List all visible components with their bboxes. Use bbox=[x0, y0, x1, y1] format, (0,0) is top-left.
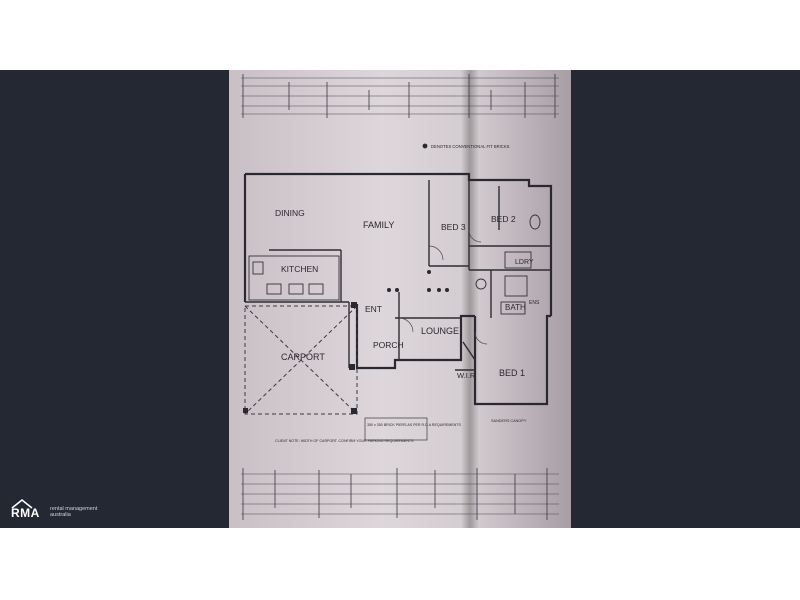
page-fold bbox=[461, 70, 479, 528]
canopy-note: SANDERS CANOPY bbox=[491, 419, 527, 423]
rma-watermark: RMA rental management australia bbox=[10, 499, 120, 523]
paper-sheet bbox=[229, 70, 571, 528]
brick-piers bbox=[243, 270, 449, 414]
client-note: CLIENT NOTE: WIDTH OF CARPORT. CONFIRM Y… bbox=[275, 439, 414, 443]
room-label-wir: W.I.R bbox=[457, 371, 476, 380]
dimension-ticks-bottom bbox=[242, 468, 548, 520]
room-label-kitchen: KITCHEN bbox=[281, 264, 318, 274]
rma-logo-subtitle: rental management australia bbox=[50, 506, 97, 518]
dimension-ticks-top bbox=[242, 74, 556, 118]
door-swings bbox=[398, 229, 488, 345]
rma-logo-line1: rental management bbox=[50, 506, 98, 512]
room-label-bed2: BED 2 bbox=[491, 214, 516, 224]
piers-note: 350 x 350 BRICK PIERS AS PER R.D.A REQUI… bbox=[367, 423, 461, 427]
legend-dot bbox=[422, 143, 428, 149]
wet-area-fixtures bbox=[475, 214, 541, 315]
room-label-family: FAMILY bbox=[363, 220, 394, 230]
room-label-lounge: LOUNGE bbox=[421, 326, 459, 336]
legend-note: DENOTES CONVENTIONAL FIT BRICKS bbox=[431, 144, 510, 149]
rma-logo-text: RMA bbox=[11, 506, 40, 520]
room-label-ens: ENS bbox=[529, 300, 540, 306]
room-label-bath: BATH bbox=[505, 303, 526, 312]
kitchen-bench bbox=[248, 255, 340, 301]
room-label-dining: DINING bbox=[275, 208, 305, 218]
room-label-ent: ENT bbox=[365, 304, 382, 314]
floor-plan-photo: DENOTES CONVENTIONAL FIT BRICKS bbox=[229, 70, 571, 528]
outer-walls bbox=[243, 172, 553, 406]
carport-outline bbox=[244, 305, 358, 415]
room-label-carport: CARPORT bbox=[281, 352, 325, 362]
rma-roof-icon bbox=[11, 499, 33, 509]
room-label-porch: PORCH bbox=[373, 340, 404, 350]
dimension-lines-bottom bbox=[241, 473, 559, 515]
piers-note-box bbox=[364, 417, 428, 441]
room-label-bed3: BED 3 bbox=[441, 222, 466, 232]
internal-walls bbox=[245, 180, 551, 371]
dimension-lines-top bbox=[241, 77, 559, 115]
room-label-ldry: LDRY bbox=[515, 259, 534, 266]
room-labels: DINING FAMILY BED 3 BED 2 KITCHEN LDRY E… bbox=[275, 208, 540, 380]
rma-logo-line2: australia bbox=[50, 512, 71, 518]
room-label-bed1: BED 1 bbox=[499, 368, 525, 378]
